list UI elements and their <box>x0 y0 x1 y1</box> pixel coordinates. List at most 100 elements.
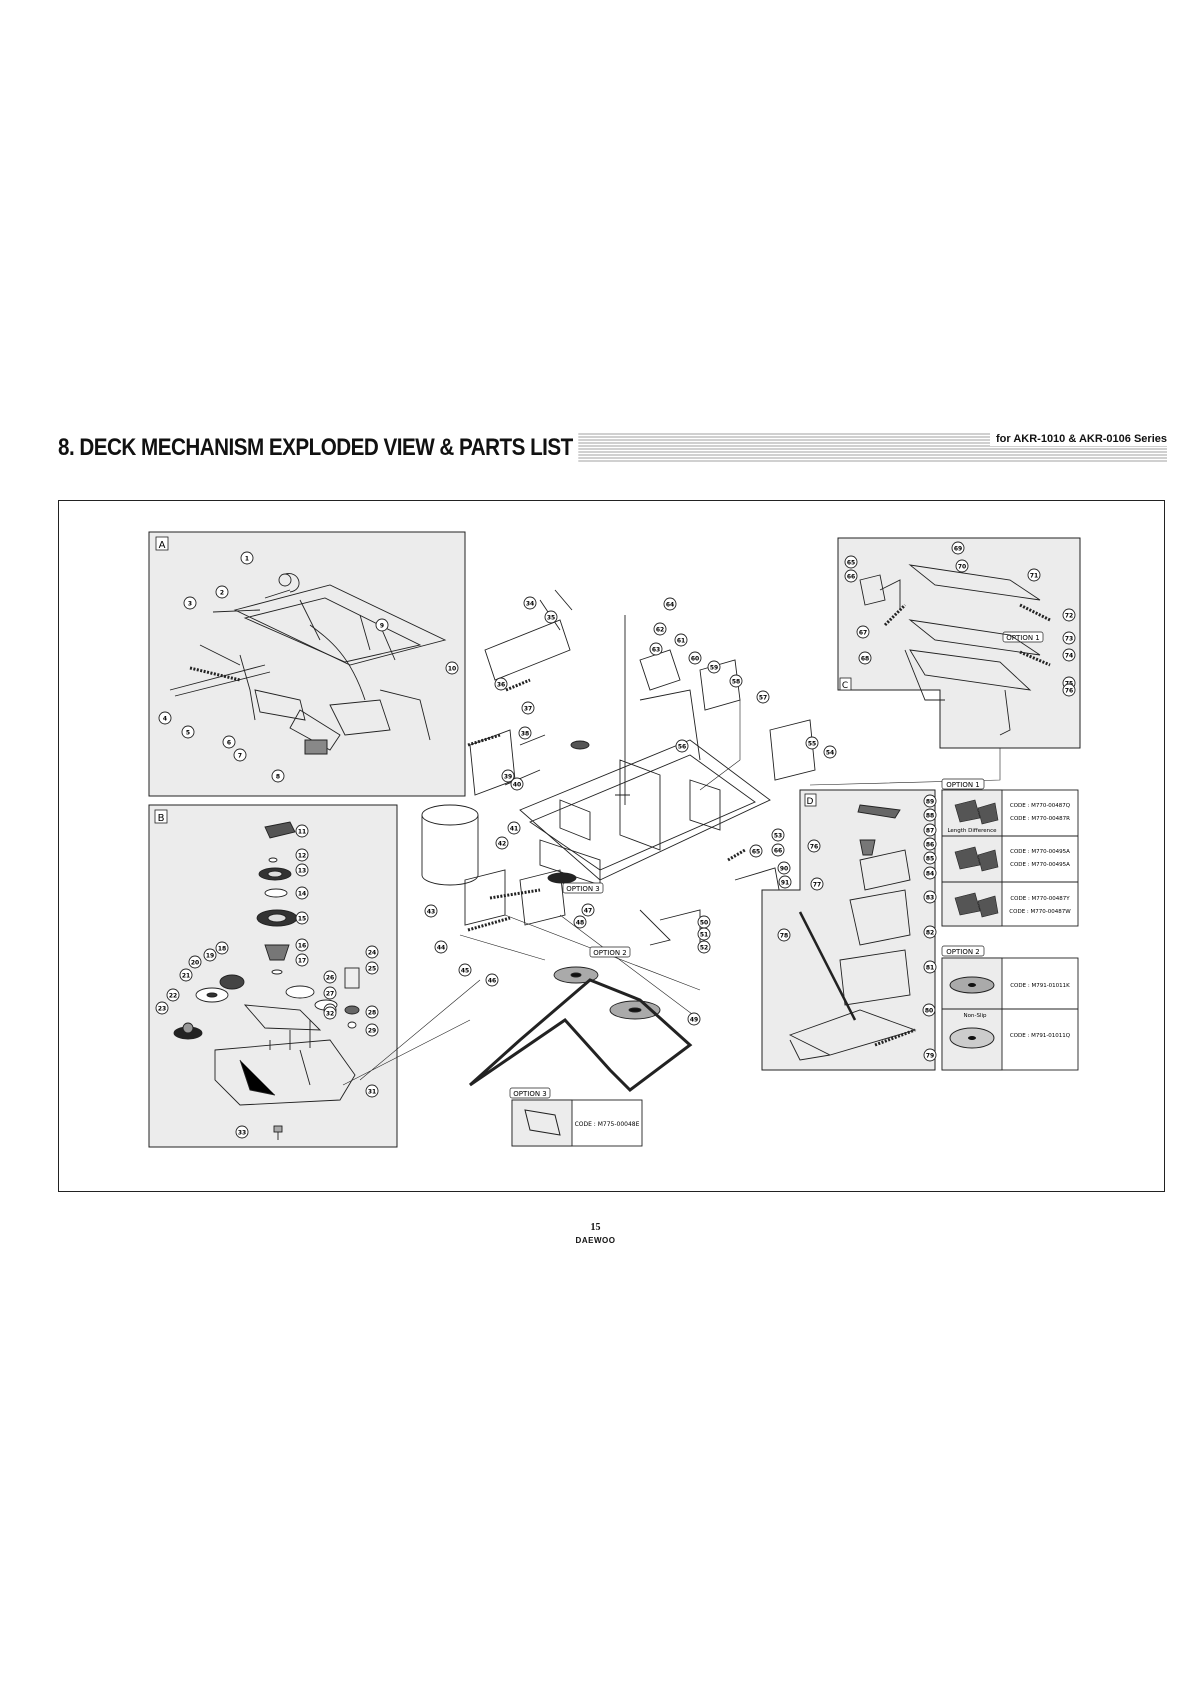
callout-layer: 1234567891011121314151617181920212223242… <box>155 541 1076 1139</box>
panel-b-label: B <box>158 813 165 824</box>
option3-box: OPTION 3 CODE : M775-00048E <box>509 1087 643 1147</box>
svg-text:82: 82 <box>926 929 934 936</box>
callout-main-90: 90 <box>777 861 791 875</box>
option3-code: CODE : M775-00048E <box>575 1121 640 1128</box>
svg-text:13: 13 <box>298 867 306 874</box>
svg-text:OPTION 2: OPTION 2 <box>946 948 980 956</box>
svg-text:20: 20 <box>191 959 199 966</box>
svg-text:33: 33 <box>238 1129 246 1136</box>
svg-text:10: 10 <box>448 665 456 672</box>
svg-text:3: 3 <box>188 600 192 607</box>
callout-b-23: 23 <box>155 1001 169 1015</box>
callout-b-29: 29 <box>365 1023 379 1037</box>
panel-a-label: A <box>159 540 166 551</box>
callout-a-1: 1 <box>240 551 254 565</box>
svg-text:45: 45 <box>461 967 469 974</box>
svg-text:42: 42 <box>498 840 506 847</box>
callout-b-31: 31 <box>365 1084 379 1098</box>
callout-d-78: 78 <box>777 928 791 942</box>
svg-text:91: 91 <box>781 879 789 886</box>
callout-b-16: 16 <box>295 938 309 952</box>
callout-c-66: 66 <box>844 569 858 583</box>
callout-d-88: 88 <box>923 808 937 822</box>
svg-text:44: 44 <box>437 944 445 951</box>
length-difference-label: Length Difference <box>947 828 997 834</box>
svg-text:26: 26 <box>326 974 334 981</box>
callout-main-64: 64 <box>663 597 677 611</box>
svg-text:5: 5 <box>186 729 190 736</box>
callout-main-57: 57 <box>756 690 770 704</box>
non-slip-label: Non-Slip <box>964 1013 987 1019</box>
callout-b-19: 19 <box>203 948 217 962</box>
option1-code-6: CODE : M770-00487W <box>1009 909 1071 915</box>
svg-text:67: 67 <box>859 629 867 636</box>
option2-code-2: CODE : M791-01011Q <box>1010 1033 1071 1039</box>
svg-text:77: 77 <box>813 881 821 888</box>
svg-text:50: 50 <box>700 919 708 926</box>
callout-main-66: 66 <box>771 843 785 857</box>
svg-text:35: 35 <box>547 614 555 621</box>
callout-d-84: 84 <box>923 866 937 880</box>
callout-b-32: 32 <box>323 1006 337 1020</box>
callout-b-17: 17 <box>295 953 309 967</box>
option2-tag-main: OPTION 2 <box>589 946 631 958</box>
callout-c-67: 67 <box>856 625 870 639</box>
svg-text:32: 32 <box>326 1010 334 1017</box>
svg-text:17: 17 <box>298 957 306 964</box>
callout-main-49: 49 <box>687 1012 701 1026</box>
callout-a-9: 9 <box>375 618 389 632</box>
callout-a-3: 3 <box>183 596 197 610</box>
svg-text:46: 46 <box>488 977 496 984</box>
callout-d-80: 80 <box>922 1003 936 1017</box>
callout-a-8: 8 <box>271 769 285 783</box>
callout-a-10: 10 <box>445 661 459 675</box>
svg-text:61: 61 <box>677 637 685 644</box>
callout-c-69: 69 <box>951 541 965 555</box>
svg-text:22: 22 <box>169 992 177 999</box>
callout-b-18: 18 <box>215 941 229 955</box>
svg-text:76: 76 <box>810 843 818 850</box>
callout-main-65: 65 <box>749 844 763 858</box>
callout-main-54: 54 <box>823 745 837 759</box>
option1-code-5: CODE : M770-00487Y <box>1010 896 1070 902</box>
option1-code-4: CODE : M770-00495A <box>1010 862 1070 868</box>
svg-text:40: 40 <box>513 781 521 788</box>
callout-main-53: 53 <box>771 828 785 842</box>
svg-text:48: 48 <box>576 919 584 926</box>
callout-b-15: 15 <box>295 911 309 925</box>
callout-main-35: 35 <box>544 610 558 624</box>
page-header: 8. DECK MECHANISM EXPLODED VIEW & PARTS … <box>58 432 1167 464</box>
svg-text:12: 12 <box>298 852 306 859</box>
svg-text:78: 78 <box>780 932 788 939</box>
callout-d-79: 79 <box>923 1048 937 1062</box>
callout-main-36: 36 <box>494 677 508 691</box>
svg-text:88: 88 <box>926 812 934 819</box>
callout-main-45: 45 <box>458 963 472 977</box>
callout-d-89: 89 <box>923 794 937 808</box>
svg-text:25: 25 <box>368 965 376 972</box>
svg-text:51: 51 <box>700 931 708 938</box>
callout-b-12: 12 <box>295 848 309 862</box>
callout-main-41: 41 <box>507 821 521 835</box>
svg-text:86: 86 <box>926 841 934 848</box>
callout-c-71: 71 <box>1027 568 1041 582</box>
option1-code-2: CODE : M770-00487R <box>1010 816 1070 822</box>
callout-main-39: 39 <box>501 769 515 783</box>
svg-text:56: 56 <box>678 743 686 750</box>
svg-text:66: 66 <box>847 573 855 580</box>
callout-d-83: 83 <box>923 890 937 904</box>
option3-tag-main: OPTION 3 <box>562 882 604 894</box>
callout-main-56: 56 <box>675 739 689 753</box>
callout-c-65: 65 <box>844 555 858 569</box>
svg-text:65: 65 <box>847 559 855 566</box>
svg-text:60: 60 <box>691 655 699 662</box>
callout-main-42: 42 <box>495 836 509 850</box>
callout-main-40: 40 <box>510 777 524 791</box>
svg-text:8: 8 <box>276 773 280 780</box>
svg-text:63: 63 <box>652 646 660 653</box>
svg-text:52: 52 <box>700 944 708 951</box>
svg-text:31: 31 <box>368 1088 376 1095</box>
svg-text:OPTION 1: OPTION 1 <box>946 781 980 789</box>
svg-text:24: 24 <box>368 949 376 956</box>
